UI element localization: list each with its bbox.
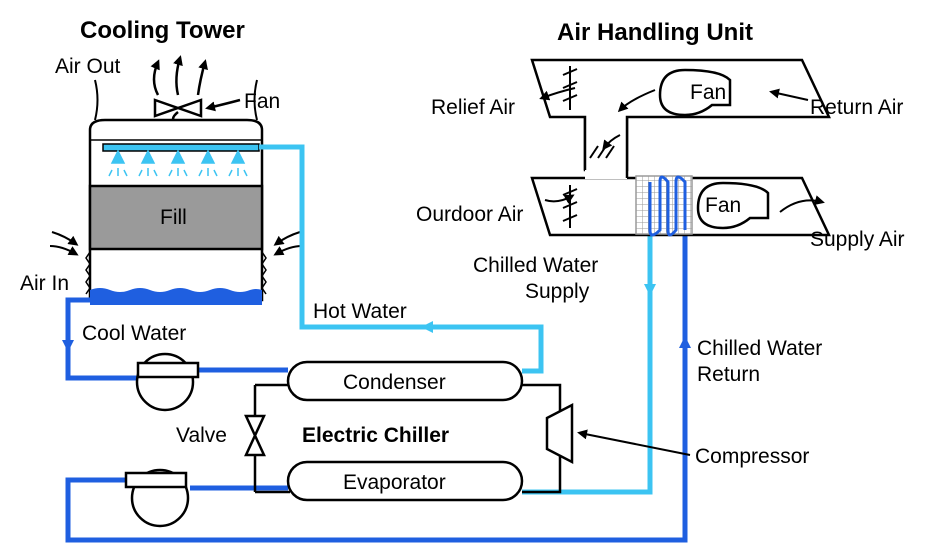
compressor-icon xyxy=(545,402,574,465)
basin-water xyxy=(90,288,262,305)
mixing-chamber xyxy=(585,117,627,179)
coil-tubes xyxy=(648,175,687,237)
air-out-label: Air Out xyxy=(55,55,121,78)
chilled-supply-label-1: Chilled Water xyxy=(473,254,598,277)
spray-header xyxy=(102,143,260,152)
condenser xyxy=(286,360,524,402)
valve-icon xyxy=(244,414,266,457)
fan-label: Fan xyxy=(244,90,280,113)
chilled-supply-label-2: Supply xyxy=(525,280,590,303)
chilled-return-label-2: Return xyxy=(697,363,760,386)
supply-air-label: Supply Air xyxy=(810,228,905,251)
chilled-pump-icon xyxy=(124,468,190,528)
cooling-tower: Cooling Tower Air Out Fan xyxy=(20,17,303,305)
electric-chiller: Condenser Evaporator Valve Electric Chil… xyxy=(176,360,809,502)
air-out-arrows xyxy=(150,55,208,96)
air-in-label: Air In xyxy=(20,272,69,295)
evaporator xyxy=(286,460,524,502)
condenser-pump-icon xyxy=(135,352,200,412)
compressor-label: Compressor xyxy=(695,445,809,468)
hot-water-label: Hot Water xyxy=(313,300,407,323)
cooling-coil xyxy=(635,175,693,235)
ahu-fan-top-label: Fan xyxy=(690,81,726,104)
chilled-water-loop xyxy=(65,182,691,543)
chilled-return-pipe xyxy=(65,182,688,543)
cooling-tower-title: Cooling Tower xyxy=(80,17,245,44)
tower-louvers xyxy=(85,251,267,295)
fill-block xyxy=(88,184,264,251)
ahu-fan-top-icon xyxy=(658,68,732,117)
outdoor-air-label: Ourdoor Air xyxy=(416,203,523,226)
tower-right-cowl xyxy=(253,79,258,121)
air-flow-arrows xyxy=(539,87,825,213)
ahu-fan-bottom-label: Fan xyxy=(705,194,741,217)
condenser-label: Condenser xyxy=(343,371,446,394)
condenser-water-loop xyxy=(62,144,544,381)
ahu-title: Air Handling Unit xyxy=(557,19,753,46)
chilled-return-label-1: Chilled Water xyxy=(697,337,822,360)
return-air-label: Return Air xyxy=(810,96,903,119)
evaporator-label: Evaporator xyxy=(343,471,446,494)
compressor-pointer xyxy=(577,429,691,456)
air-handling-unit: Air Handling Unit Fan Fan xyxy=(416,19,905,251)
cool-water-label: Cool Water xyxy=(82,322,186,345)
relief-air-label: Relief Air xyxy=(431,96,515,119)
spray-nozzles xyxy=(108,149,248,177)
chiller-title: Electric Chiller xyxy=(302,424,449,447)
valve-label: Valve xyxy=(176,424,227,447)
ahu-fan-bottom-icon xyxy=(696,181,770,230)
tower-left-cowl xyxy=(94,79,99,121)
fill-label: Fill xyxy=(160,206,187,229)
damper-icons xyxy=(562,66,615,228)
